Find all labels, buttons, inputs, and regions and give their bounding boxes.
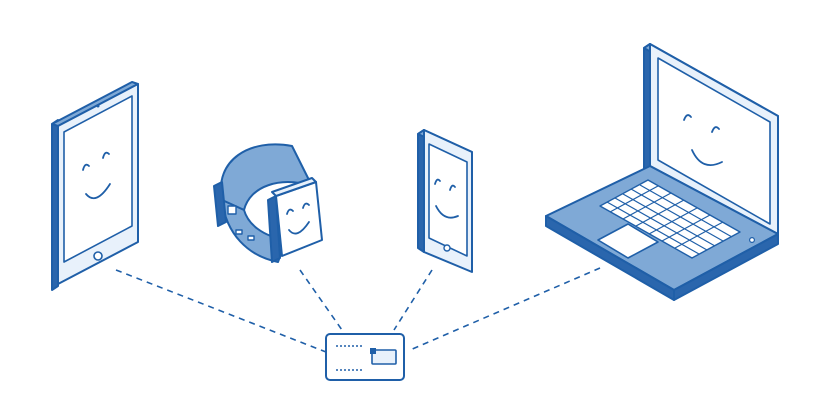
laptop-icon xyxy=(545,43,779,301)
laptop-trackpad xyxy=(597,223,659,259)
connection-line-phone xyxy=(393,269,433,331)
connection-lines xyxy=(115,267,601,353)
connection-line-laptop xyxy=(409,267,601,351)
laptop-keyboard xyxy=(599,179,741,259)
watch-smiley-icon xyxy=(286,202,310,235)
smartwatch-icon xyxy=(213,143,323,263)
laptop-smiley-icon xyxy=(683,114,723,166)
smartphone-icon xyxy=(417,129,473,273)
tablet-smiley-icon xyxy=(82,151,111,200)
connection-line-watch xyxy=(299,269,343,331)
connection-line-tablet xyxy=(115,269,327,353)
sim-card-icon xyxy=(325,333,405,381)
phone-smiley-icon xyxy=(434,178,459,219)
tablet-icon xyxy=(51,81,139,291)
